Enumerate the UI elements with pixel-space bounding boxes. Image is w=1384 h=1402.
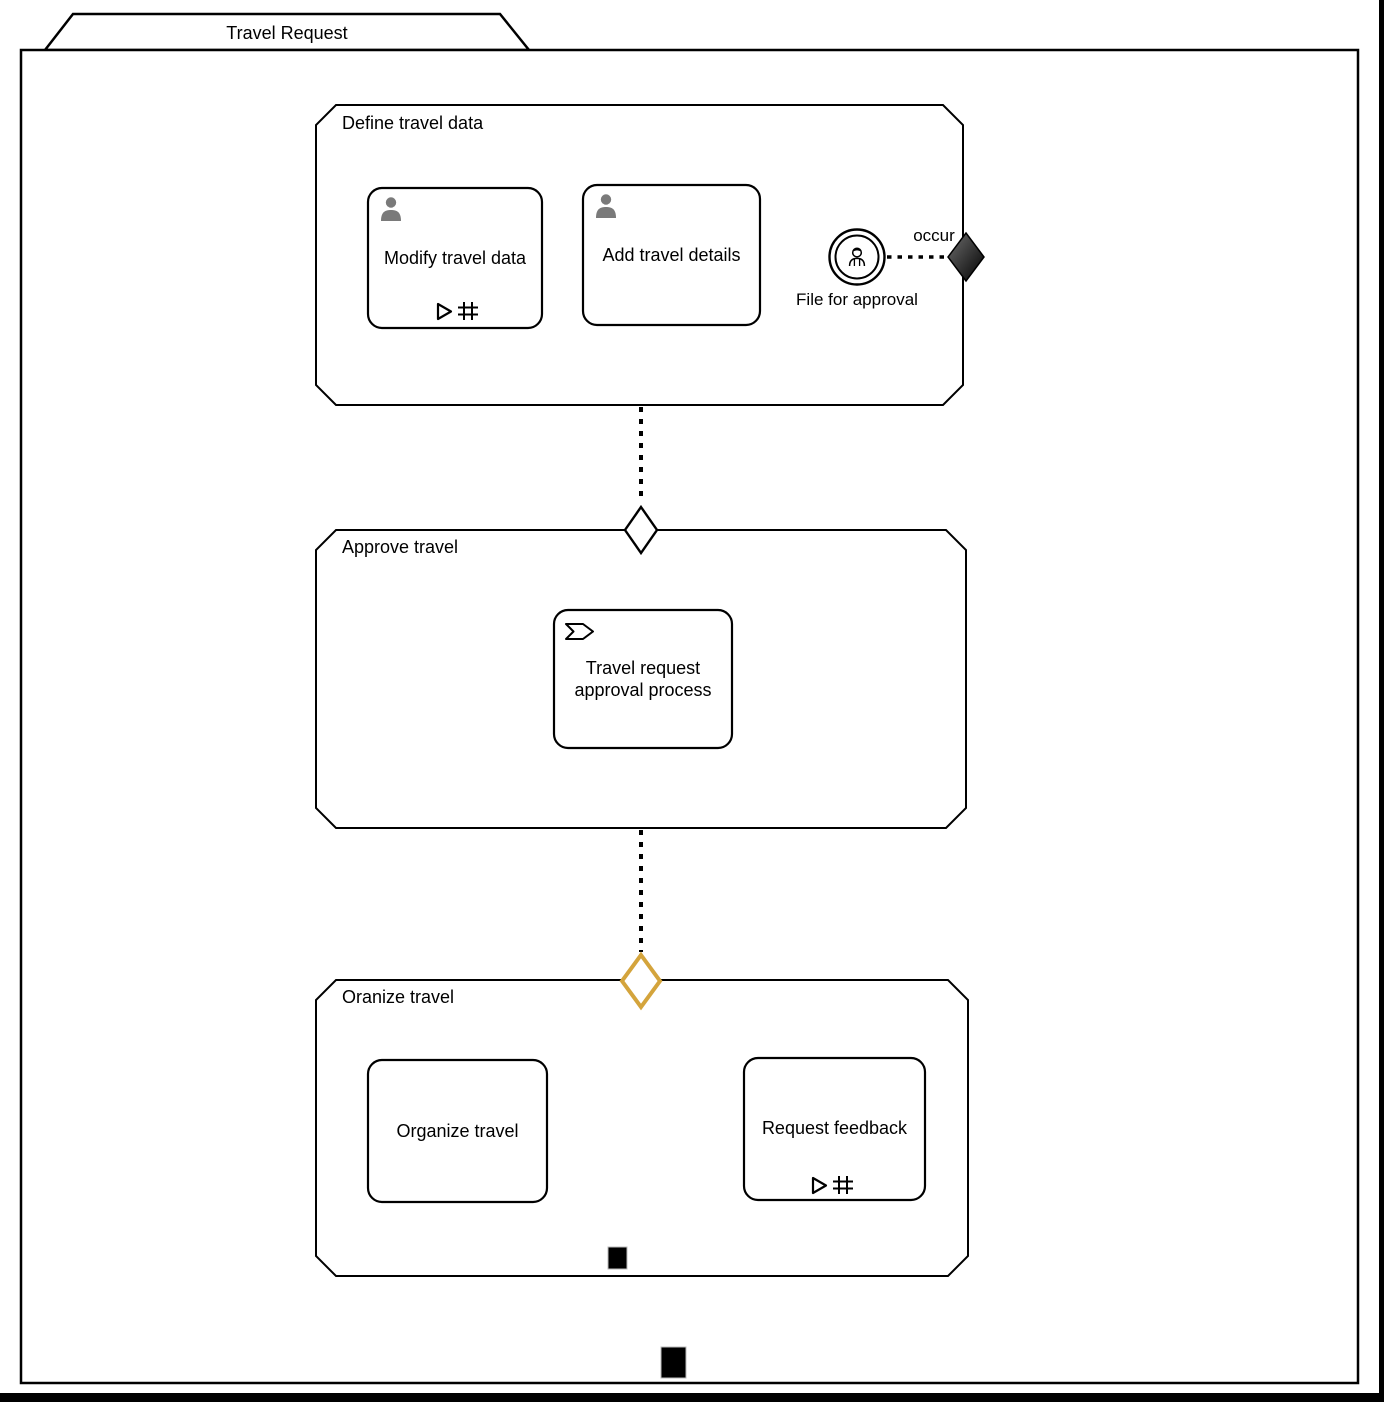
manual-activation-marker-icon xyxy=(811,1176,828,1195)
task-label-request-feedback: Request feedback xyxy=(761,1118,908,1138)
task-request-feedback[interactable] xyxy=(742,1056,927,1202)
event-listener-label-file-for-approval: File for approval xyxy=(796,290,918,309)
stage-label-define-travel-data: Define travel data xyxy=(342,113,484,133)
task-travel-request-approval-process[interactable] xyxy=(552,608,734,750)
task-organize-travel[interactable] xyxy=(366,1058,549,1204)
repetition-marker-icon xyxy=(458,302,478,320)
task-modify-travel-data[interactable] xyxy=(366,186,544,330)
process-task-icon xyxy=(565,623,594,640)
manual-activation-marker-icon xyxy=(436,302,453,321)
task-label-organize-travel: Organize travel xyxy=(396,1121,519,1141)
entry-criterion-approve-travel[interactable] xyxy=(623,504,659,556)
stage-label-approve-travel: Approve travel xyxy=(342,537,459,557)
event-listener-inner-circle xyxy=(834,234,880,280)
task-label-travel-request-approval-process: Travel request approval process xyxy=(574,658,712,700)
task-add-travel-details[interactable] xyxy=(581,183,762,327)
stage-label-organize-travel: Oranize travel xyxy=(342,987,455,1007)
exit-criterion-diamond[interactable] xyxy=(947,231,985,283)
case-plan-title: Travel Request xyxy=(226,23,348,43)
black-marker-case-plan[interactable] xyxy=(660,1346,687,1379)
connection-label-occur: occur xyxy=(913,226,955,245)
black-marker-stage-organize[interactable] xyxy=(607,1246,628,1270)
task-label-add-travel-details: Add travel details xyxy=(602,245,741,265)
right-edge-bar xyxy=(1379,0,1384,1402)
repetition-marker-icon xyxy=(833,1176,853,1194)
task-label-modify-travel-data: Modify travel data xyxy=(383,248,527,268)
bottom-edge-bar xyxy=(0,1393,1384,1402)
user-event-icon xyxy=(848,247,866,267)
human-task-icon xyxy=(596,194,616,218)
human-task-icon xyxy=(381,197,401,221)
entry-criterion-organize-travel-highlighted[interactable] xyxy=(619,951,663,1011)
